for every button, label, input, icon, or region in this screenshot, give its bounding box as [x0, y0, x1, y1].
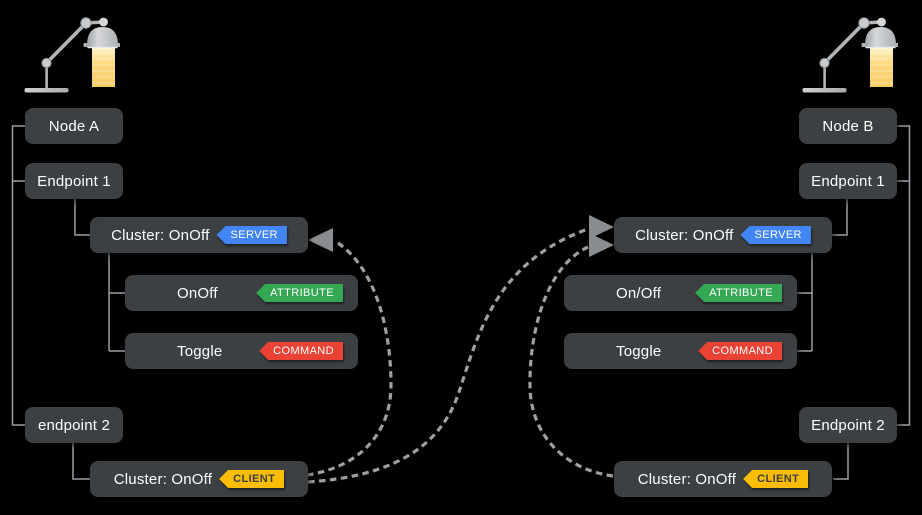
arrowhead-into-server-b-lower: [589, 233, 614, 257]
endpoint1-label: Endpoint 1: [37, 172, 111, 190]
node-a-cluster-server-box: Cluster: OnOff SERVER: [90, 217, 308, 253]
node-b-command-box: Toggle COMMAND: [564, 333, 797, 369]
command-label: Toggle: [177, 342, 223, 360]
node-a-endpoint1-box: Endpoint 1: [25, 163, 123, 199]
node-a-box: Node A: [25, 108, 123, 144]
node-b-endpoint2-box: Endpoint 2: [799, 407, 897, 443]
cluster-client-label: Cluster: OnOff: [637, 470, 737, 488]
node-b-endpoint1-box: Endpoint 1: [799, 163, 897, 199]
server-badge: SERVER: [740, 226, 811, 244]
client-badge: CLIENT: [219, 470, 285, 488]
tree-connector-endpoint1-a: [74, 199, 90, 236]
tree-connector-endpoint2-b: [833, 443, 849, 480]
endpoint1-label: Endpoint 1: [811, 172, 885, 190]
node-a-attribute-box: OnOff ATTRIBUTE: [125, 275, 358, 311]
attribute-badge: ATTRIBUTE: [256, 284, 343, 302]
cluster-server-label: Cluster: OnOff: [111, 226, 210, 244]
attribute-badge: ATTRIBUTE: [695, 284, 782, 302]
cluster-server-label: Cluster: OnOff: [635, 226, 734, 244]
node-b-title: Node B: [822, 117, 874, 135]
tree-connector-endpoint1-b: [832, 199, 848, 236]
client-badge: CLIENT: [743, 470, 809, 488]
desk-lamp-icon: [22, 15, 120, 95]
desk-lamp-icon: [800, 15, 898, 95]
node-a-endpoint2-box: endpoint 2: [25, 407, 123, 443]
command-badge: COMMAND: [698, 342, 782, 360]
tree-connector-cluster-server-a: [108, 253, 125, 352]
cluster-client-label: Cluster: OnOff: [113, 470, 213, 488]
tree-connector-node-a: [11, 125, 25, 426]
node-b-box: Node B: [799, 108, 897, 144]
tree-connector-node-b: [897, 125, 911, 426]
tree-connector-cluster-server-b: [797, 253, 813, 352]
node-b-attribute-box: On/Off ATTRIBUTE: [564, 275, 797, 311]
server-badge: SERVER: [216, 226, 287, 244]
arrowhead-into-server-b-upper: [589, 215, 614, 239]
arrowhead-into-server-a: [308, 228, 333, 252]
node-b-cluster-server-box: Cluster: OnOff SERVER: [614, 217, 832, 253]
command-badge: COMMAND: [259, 342, 343, 360]
endpoint2-label: Endpoint 2: [811, 416, 885, 434]
node-a-cluster-client-box: Cluster: OnOff CLIENT: [90, 461, 308, 497]
attribute-label: OnOff: [177, 284, 218, 302]
node-a-title: Node A: [48, 117, 100, 135]
attribute-label: On/Off: [616, 284, 662, 302]
node-b-cluster-client-box: Cluster: OnOff CLIENT: [614, 461, 832, 497]
command-label: Toggle: [616, 342, 662, 360]
node-a-command-box: Toggle COMMAND: [125, 333, 358, 369]
endpoint2-label: endpoint 2: [37, 416, 111, 434]
tree-connector-endpoint2-a: [72, 443, 90, 480]
